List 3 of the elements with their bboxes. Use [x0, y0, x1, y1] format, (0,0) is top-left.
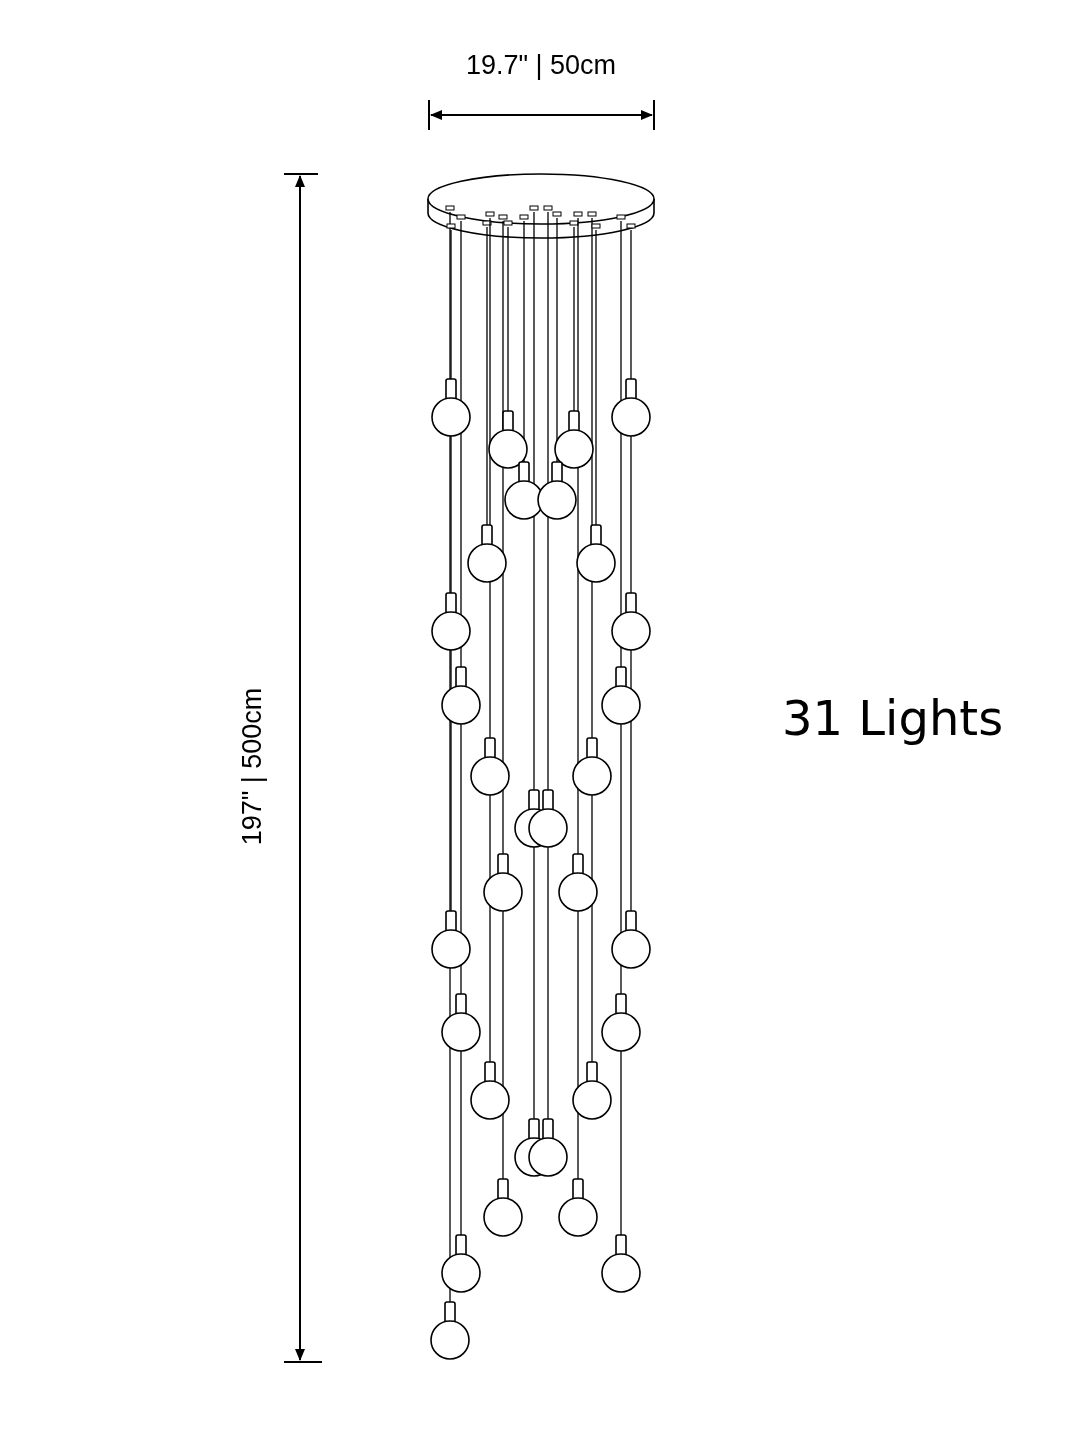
light-count-label: 31 Lights — [782, 690, 1004, 746]
dimension-label: 19.7" | 50cm — [464, 50, 618, 81]
dimension-label: 197" | 500cm — [236, 686, 268, 848]
